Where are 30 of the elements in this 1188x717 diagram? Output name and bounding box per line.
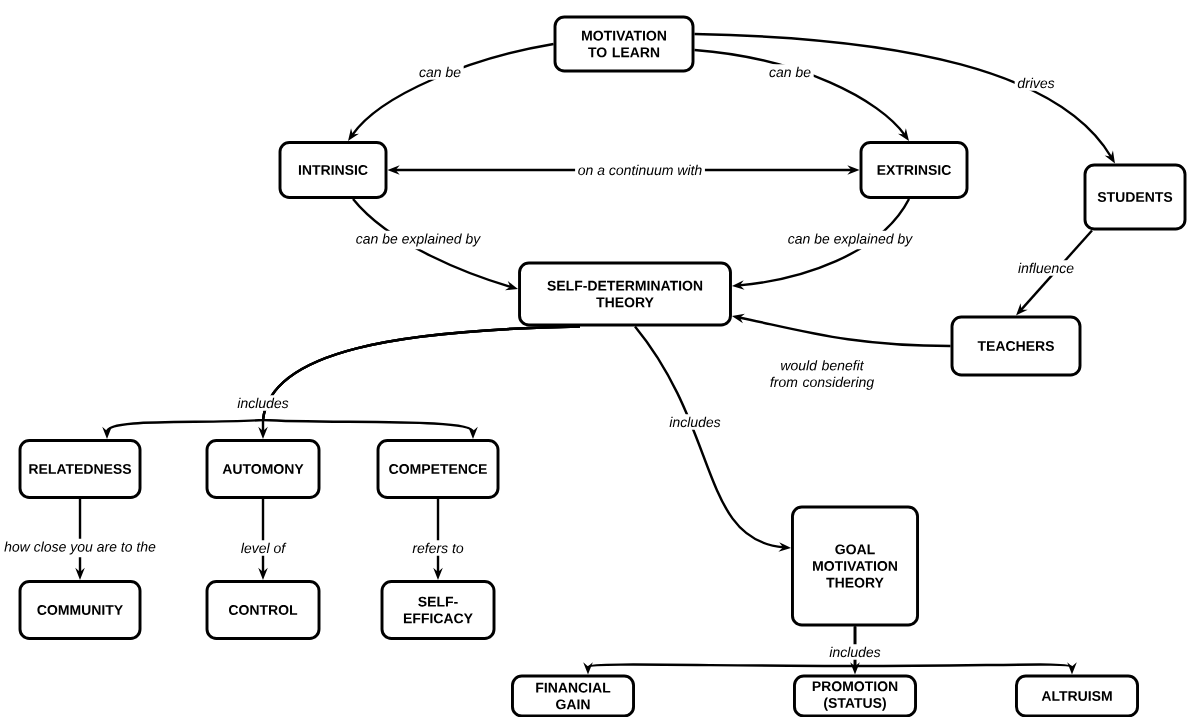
edge-label: can be <box>766 64 814 80</box>
concept-box: STUDENTS <box>1083 163 1187 231</box>
concept-box: AUTOMONY <box>205 439 321 499</box>
edge-label: influence <box>1015 260 1077 276</box>
edge-label: can be <box>416 64 464 80</box>
concept-box: PROMOTION (STATUS) <box>793 674 917 717</box>
concept-box: CONTROL <box>205 580 321 640</box>
concept-box: GOAL MOTIVATION THEORY <box>791 505 919 627</box>
concept-box: SELF-DETERMINATION THEORY <box>518 261 732 327</box>
concept-box: FINANCIAL GAIN <box>511 674 635 717</box>
edge-label: includes <box>666 414 724 430</box>
concept-box: RELATEDNESS <box>18 439 142 499</box>
edge-label: how close you are to the <box>1 538 159 558</box>
edge-label: includes <box>826 644 884 660</box>
edge-label: can be explained by <box>785 230 915 250</box>
concept-box: TEACHERS <box>950 315 1082 377</box>
edge-label: level of <box>238 540 288 556</box>
edge-label: includes <box>234 395 292 411</box>
edge-label: on a continuum with <box>575 162 705 178</box>
concept-box: MOTIVATION TO LEARN <box>553 15 695 73</box>
concept-box: ALTRUISM <box>1015 674 1139 717</box>
concept-box: EXTRINSIC <box>859 141 969 199</box>
concept-box: INTRINSIC <box>278 141 388 199</box>
edge-label: drives <box>1014 75 1058 91</box>
concept-box: COMPETENCE <box>376 439 500 499</box>
edge-label: can be explained by <box>353 230 483 250</box>
concept-box: SELF-EFFICACY <box>380 580 496 640</box>
edge-label: would benefit from considering <box>764 357 880 393</box>
edge-label: refers to <box>409 540 467 556</box>
concept-box: COMMUNITY <box>18 580 142 640</box>
